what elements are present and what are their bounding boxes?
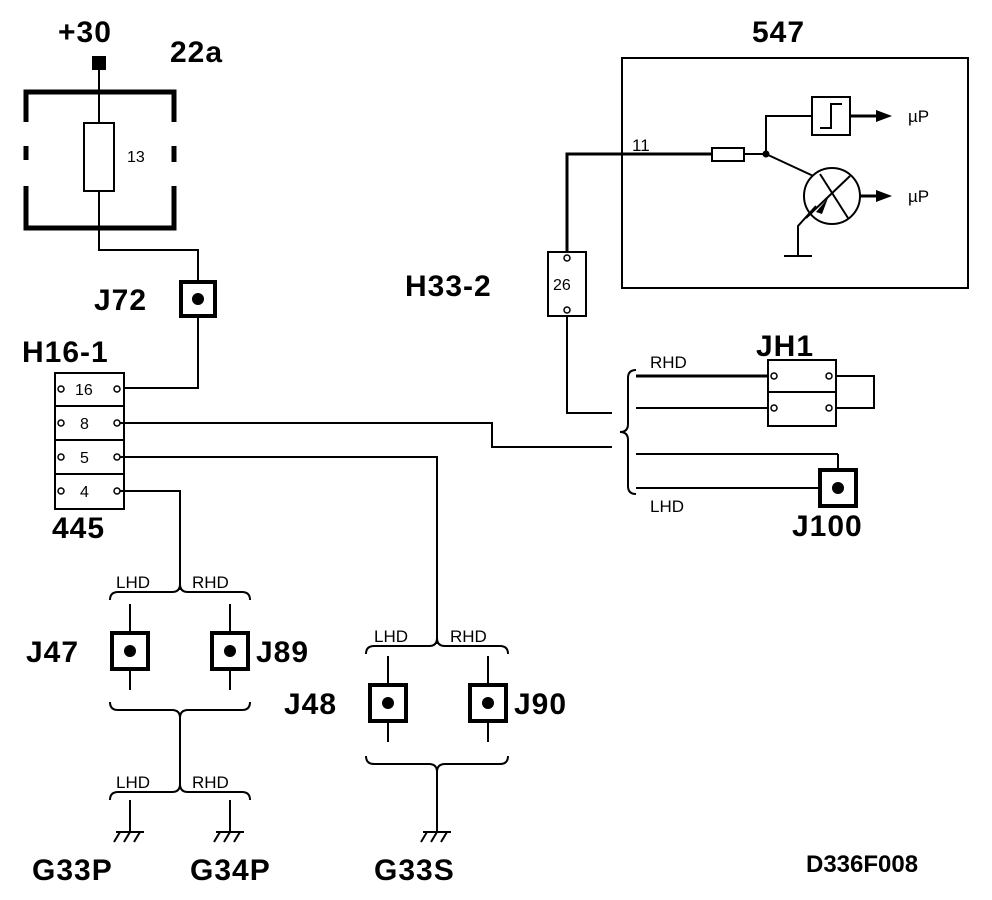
module-output-2: µP [908,187,929,206]
supply-label: +30 [58,16,112,49]
junction-j90 [468,683,508,723]
wire-h33-split [566,316,612,414]
h16-pin-16: 16 [75,382,93,399]
lhd-label-2: LHD [116,773,150,792]
junction-j100 [818,468,858,508]
transistor [803,167,861,225]
variant-brace-1 [109,583,251,601]
output-2-arrow [876,190,892,202]
h16-pin-8: 8 [80,416,89,433]
rhd-label-3: RHD [450,627,487,646]
module-trigger-wire [765,115,812,154]
jh1-label: JH1 [756,330,814,363]
wire-h16-4 [120,490,181,590]
j48-label: J48 [284,688,337,721]
wire-h16-5 [120,456,438,644]
h16-part-number: 445 [52,512,105,545]
junction-j48 [368,683,408,723]
rhd-label-2: RHD [192,773,229,792]
j72-label: J72 [94,284,147,317]
rhd-label-1: RHD [192,573,229,592]
variant-brace-right [619,369,637,495]
wire-module-h33 [565,152,622,252]
junction-j89 [210,631,250,671]
wire-h16-8 [120,422,612,448]
wire-j72-h16-16 [120,316,199,389]
connector-jh1 [767,359,837,427]
h33-2-label: H33-2 [405,270,492,303]
module-output-1: µP [908,107,929,126]
junction-j72 [179,280,217,318]
ground-g33p-symbol [113,831,144,843]
ground-g34p: G34P [190,854,271,887]
module-label: 547 [752,16,805,49]
j100-label: J100 [792,510,863,543]
ground-g34p-symbol [213,831,244,843]
h16-pin-5: 5 [80,450,89,467]
junction-j47 [110,631,150,671]
j47-label: J47 [26,636,79,669]
h16-pin-4: 4 [80,484,89,501]
h16-1-label: H16-1 [22,336,109,369]
supply-terminal [92,56,106,70]
ground-g33p: G33P [32,854,113,887]
fuse-element [83,122,115,192]
connector-h16-1 [54,372,125,510]
wire-fuse-j72 [98,191,199,284]
output-1-arrow [876,110,892,122]
h33-pin-26: 26 [553,277,571,294]
variant-brace-4 [365,637,509,655]
ground-g33s-symbol [420,831,451,843]
lhd-label-1: LHD [116,573,150,592]
fuse-number: 13 [127,149,145,166]
module-547 [621,57,969,289]
ground-g33s: G33S [374,854,455,887]
j90-label: J90 [514,688,567,721]
wire-jh1-loop [836,375,875,409]
module-emitter-wire [797,205,817,256]
fuse-box-label: 22a [170,36,223,69]
variant-brace-3 [109,783,251,801]
schmitt-trigger [811,96,851,136]
variant-brace-5 [365,755,509,773]
lhd-label-3: LHD [374,627,408,646]
lhd-label-j100: LHD [650,497,684,516]
module-pin-11: 11 [632,136,650,155]
rhd-label-jh1: RHD [650,353,687,372]
j89-label: J89 [256,636,309,669]
module-resistor [711,147,745,162]
figure-code: D336F008 [806,851,918,878]
variant-brace-2 [109,701,251,719]
